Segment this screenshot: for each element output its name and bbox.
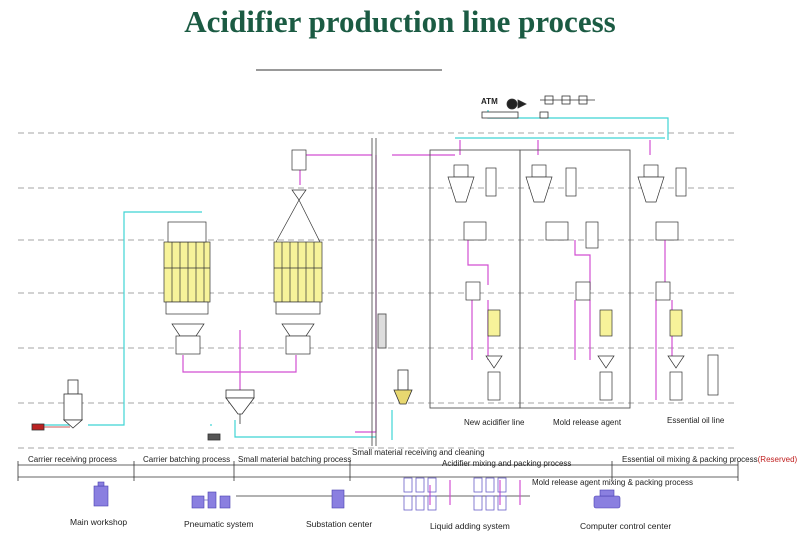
essential-oil-line-label: Essential oil line <box>667 416 725 425</box>
reserved-tag: (Reserved) <box>757 455 798 464</box>
carrier-silo-group <box>163 221 211 355</box>
computer-control-center-label: Computer control center <box>580 521 672 531</box>
air-compressor-unit <box>481 95 595 119</box>
line-equipment <box>447 164 719 401</box>
substation-center-label: Substation center <box>306 519 373 529</box>
pneumatic-icon <box>191 491 231 509</box>
essential-oil-mixing-label: Essential oil mixing & packing process(R… <box>622 455 797 464</box>
new-acidifier-line-label: New acidifier line <box>464 418 525 427</box>
liquid-adding-system-label: Liquid adding system <box>430 521 510 531</box>
atm-label: ATM <box>481 97 498 106</box>
page-title: Acidifier production line process <box>184 4 616 39</box>
substation-icon <box>331 489 345 509</box>
building-icon <box>93 481 109 507</box>
process-band <box>17 461 739 497</box>
receiving-station <box>393 369 413 405</box>
computer-icon <box>593 489 621 509</box>
acidifier-mixing-label: Acidifier mixing and packing process <box>442 459 572 468</box>
carrier-receiving-equipment <box>31 379 84 431</box>
small-material-silo-group <box>273 149 323 355</box>
air-lines <box>40 110 669 440</box>
essential-oil-mixing-text: Essential oil mixing & packing process <box>622 455 758 464</box>
carrier-receiving-label: Carrier receiving process <box>28 455 117 464</box>
carrier-batching-label: Carrier batching process <box>143 455 231 464</box>
main-workshop-label: Main workshop <box>70 517 128 527</box>
pneumatic-system-label: Pneumatic system <box>184 519 254 529</box>
liquid-tank-icon <box>403 477 507 511</box>
central-column <box>371 138 387 446</box>
mold-release-mixing-label: Mold release agent mixing & packing proc… <box>532 478 693 487</box>
mold-release-agent-label: Mold release agent <box>553 418 622 427</box>
small-material-receiving-label: Small material receiving and cleaning <box>352 448 485 457</box>
small-material-batching-label: Small material batching process <box>238 455 352 464</box>
line-frames <box>429 149 631 409</box>
batching-mixer <box>207 389 255 441</box>
